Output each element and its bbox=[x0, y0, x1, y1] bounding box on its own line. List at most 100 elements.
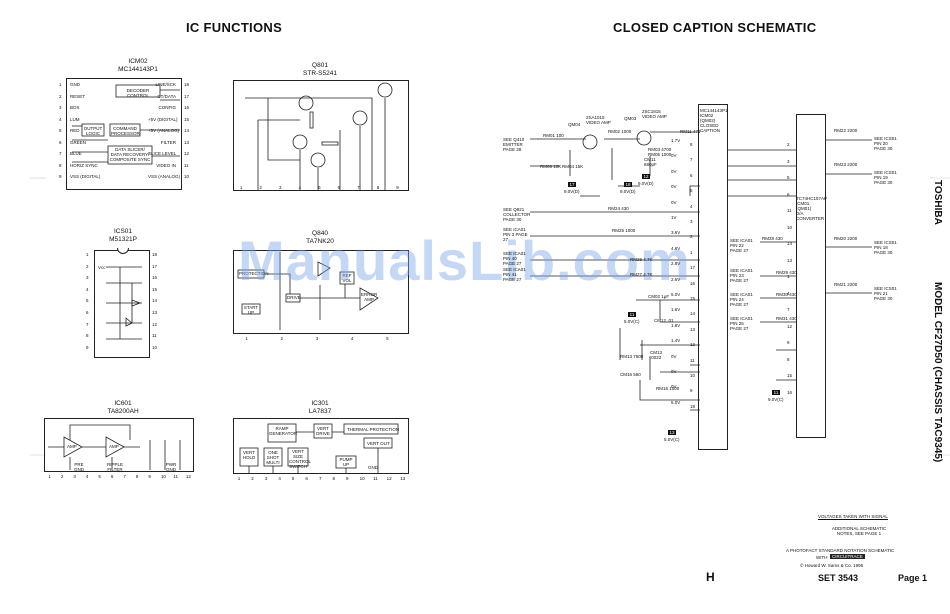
component-value: RM20 2200 bbox=[834, 236, 858, 241]
pin-voltage: 0V bbox=[671, 168, 677, 174]
cross-reference: SEE ICA01 PIN 40 PAGE 27 bbox=[503, 251, 526, 266]
ic301-verthold: VERT HOLD bbox=[242, 450, 256, 460]
icm01-ic-text: CONVERTER bbox=[796, 216, 825, 221]
ics01-pin-number: 4 bbox=[86, 286, 89, 292]
icm02-pin-number: 2 bbox=[690, 234, 693, 240]
icm01-pin-number: 3 bbox=[787, 158, 790, 164]
q801-pin-number: 7 bbox=[357, 185, 360, 190]
icm02-pin-label: VIDEO IN bbox=[156, 162, 176, 168]
ic301-gnd: GND bbox=[368, 465, 378, 470]
icm01-ic-body bbox=[796, 114, 826, 438]
cross-reference: SEE ICS01 PIN 19 PAGE 30 bbox=[874, 170, 897, 185]
ic601-pin-number: 11 bbox=[173, 474, 179, 479]
icm02-pin-number: 4 bbox=[59, 116, 62, 122]
icm02-pin-number: 11 bbox=[184, 162, 189, 168]
icm02-pin-number: 17 bbox=[690, 265, 696, 271]
footer-letter: H bbox=[706, 570, 715, 584]
pin-voltage: 0V bbox=[671, 153, 677, 159]
ic301-pin-number: 10 bbox=[359, 476, 365, 481]
q801-pin-number: 3 bbox=[278, 185, 282, 190]
q840-block-drive: DRIVE bbox=[287, 295, 301, 300]
icm02-pin-label: SLICE LEVEL bbox=[148, 151, 177, 156]
cross-reference: SEE ICS01 PIN 18 PAGE 30 bbox=[874, 240, 897, 255]
footer-set: SET 3543 bbox=[818, 573, 859, 583]
icm01-ic-text: ICM01 bbox=[796, 201, 810, 206]
cross-reference: SEE ICA01 PIN 3 PAGE 27 bbox=[503, 227, 528, 242]
ic301-ref: IC301 bbox=[311, 400, 329, 407]
ics01-pin-number: 1 bbox=[86, 252, 89, 257]
pin-voltage: 0V bbox=[671, 384, 677, 390]
component-value: CM16 560 bbox=[620, 372, 641, 377]
transistor-type: 2SC1815 bbox=[642, 109, 661, 114]
q840-block-startup: START UP bbox=[243, 305, 259, 315]
component-value: RM29 430 bbox=[776, 270, 797, 275]
ic301-function-box bbox=[233, 418, 409, 474]
q801-pin-number: 8 bbox=[376, 185, 380, 190]
ic-functions-title: IC FUNCTIONS bbox=[186, 20, 283, 35]
transistor-role: VIDEO AMP bbox=[642, 114, 667, 119]
pin-voltage: 4.6V bbox=[671, 245, 681, 251]
icm02-pin-number: 1 bbox=[59, 82, 62, 87]
ics01-pin-number: 5 bbox=[86, 298, 89, 304]
icm02-pin-label: CT/DATA bbox=[157, 93, 176, 99]
ics01-part: M51321P bbox=[109, 236, 137, 243]
cross-reference: SEE ICA01 PIN 22 PAGE 27 bbox=[730, 238, 753, 253]
q801-pin-number: 2 bbox=[259, 185, 262, 190]
q840-part: TA7NK20 bbox=[306, 238, 334, 245]
icm02-pin-number: 10 bbox=[690, 373, 696, 378]
pin-voltage: 1.6V bbox=[671, 307, 681, 313]
icm02-pin-label: LINE/SCK bbox=[155, 82, 176, 87]
pin-voltage: 0V bbox=[671, 184, 677, 190]
q801-pin-number: 9 bbox=[396, 185, 399, 190]
supply-tag-voltage: 9.0V(D) bbox=[638, 181, 654, 186]
icm02-pin-number: 9 bbox=[59, 174, 62, 179]
icm02-pin-number: 3 bbox=[59, 105, 62, 110]
icm01-ic-text: (QM01) bbox=[796, 206, 812, 211]
icm02-pin-label: GREEN bbox=[70, 139, 87, 145]
pin-voltage: 1V bbox=[671, 215, 677, 220]
icm01-pin-number: 8 bbox=[787, 356, 790, 362]
pin-voltage: 0V bbox=[671, 369, 677, 374]
icm02-pin-number: 15 bbox=[184, 116, 190, 122]
ic601-pin-number: 8 bbox=[135, 474, 139, 479]
q801-pin-number: 1 bbox=[239, 185, 243, 190]
icm02-ic-text: CAPTION bbox=[700, 128, 721, 133]
ic301-thermal: THERMAL PROTECTION bbox=[347, 427, 400, 432]
icm02-ic-text: ICM02 bbox=[700, 113, 714, 118]
icm02-pin-number: 15 bbox=[690, 296, 696, 301]
icm02-pin-label: BOX bbox=[70, 105, 80, 110]
ic301-pin-number: 12 bbox=[386, 476, 392, 481]
ic301-pin-number: 11 bbox=[373, 476, 378, 481]
supply-tag-number: 18 bbox=[624, 182, 632, 187]
icm02-pin-label: +5V (DIGITAL) bbox=[148, 116, 178, 122]
ics01-ref: ICS01 bbox=[113, 228, 133, 235]
icm02-pin-label: +5V (ANALOG) bbox=[148, 128, 180, 133]
icm01-ic-text: D/A bbox=[796, 211, 804, 216]
ics01-pin-number: 18 bbox=[152, 252, 158, 257]
ic301-pin-number: 6 bbox=[305, 476, 308, 481]
q840-pin-number: 4 bbox=[350, 336, 354, 341]
pin-voltage: 3.6V bbox=[671, 230, 681, 236]
icm01-pin-number: 15 bbox=[787, 373, 793, 378]
icm02-pin-number: 13 bbox=[184, 139, 190, 145]
footer-brand-badge: CIRCUITRACE bbox=[830, 554, 865, 559]
icm01-pin-number: 1 bbox=[787, 274, 790, 279]
component-value: RM13 7500 bbox=[620, 354, 644, 359]
component-value: RM11 470 bbox=[680, 129, 701, 134]
component-value: RM04 15K bbox=[562, 164, 584, 169]
brand-label: TOSHIBA bbox=[932, 180, 943, 225]
ic301-pin-number: 4 bbox=[278, 476, 281, 481]
component-value: RM02 1000 bbox=[608, 129, 632, 134]
ic601-pwrgnd: PWR GND bbox=[165, 462, 177, 472]
ics01-pin-number: 2 bbox=[86, 263, 89, 269]
component-value: RM27 4.7K bbox=[630, 272, 653, 277]
icm01-pin-number: 2 bbox=[787, 142, 790, 147]
icm01-pin-number: 11 bbox=[787, 208, 792, 213]
icm02-block-slicer: DATA SLICER/ DATA RECOVERY/ COMPOSITE SY… bbox=[109, 147, 151, 162]
cross-reference: SEE Q821 COLLECTOR PAGE 30 bbox=[503, 207, 531, 222]
component-value: RM03 4700 bbox=[648, 147, 672, 152]
component-value: RM28 430 bbox=[762, 236, 783, 241]
ics01-pin-number: 9 bbox=[86, 344, 89, 350]
ics01-pin-number: 13 bbox=[152, 310, 158, 315]
